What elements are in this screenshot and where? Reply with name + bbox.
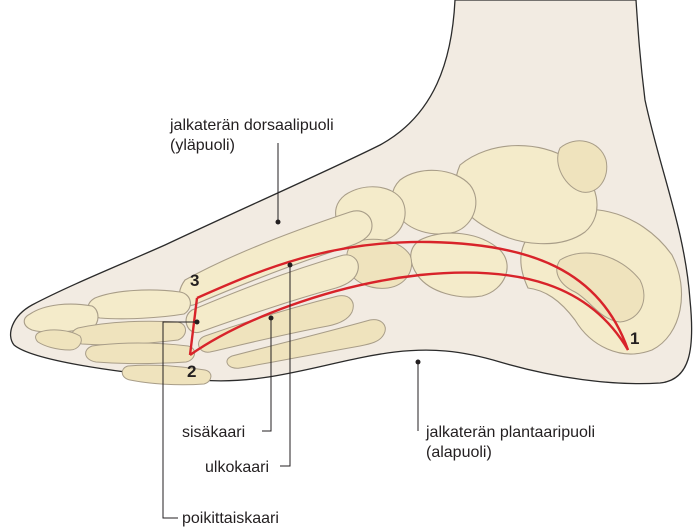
toe-3-phalanx xyxy=(86,343,195,364)
plantar-label-line2: (alapuoli) xyxy=(426,444,492,461)
transverse-arch-leader-dot xyxy=(195,320,200,325)
plantar-label-line1: jalkaterän plantaaripuoli xyxy=(425,424,595,441)
outer-arch-leader-dot xyxy=(288,263,293,268)
inner-arch-leader-dot xyxy=(269,316,274,321)
dorsal-label-line2: (yläpuoli) xyxy=(170,137,235,154)
outer-arch-label: ulkokaari xyxy=(205,459,269,476)
point-1-label: 1 xyxy=(630,329,639,348)
plantar-leader-dot xyxy=(416,360,421,365)
transverse-arch-label: poikittaiskaari xyxy=(182,510,279,527)
dorsal-label-line1: jalkaterän dorsaalipuoli xyxy=(169,117,334,134)
inner-arch-label: sisäkaari xyxy=(182,424,245,441)
point-2-label: 2 xyxy=(187,362,196,381)
dorsal-leader-dot xyxy=(276,220,281,225)
point-3-label: 3 xyxy=(190,271,199,290)
